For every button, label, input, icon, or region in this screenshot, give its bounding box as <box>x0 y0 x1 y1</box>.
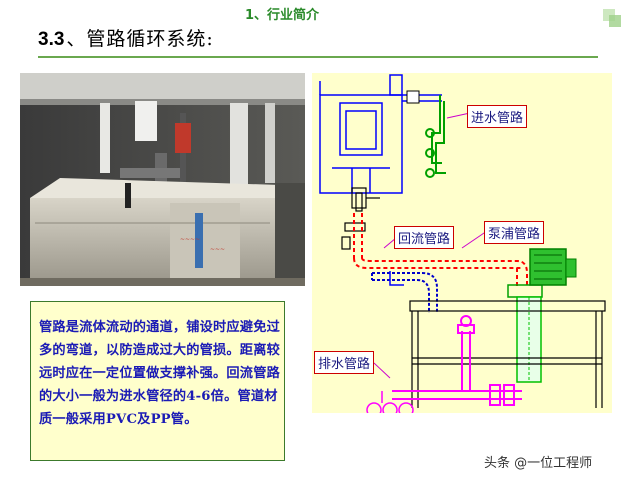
label-inlet-pipe: 进水管路 <box>467 105 528 128</box>
watermark: 头条 @一位工程师 <box>484 456 593 471</box>
title-number: 3.3 <box>38 29 65 50</box>
svg-text:~~~: ~~~ <box>210 246 225 253</box>
equipment-photo: ~~~~ ~~~ <box>20 73 305 286</box>
label-return-pipe: 回流管路 <box>394 226 455 249</box>
label-pump-pipe: 泵浦管路 <box>484 221 545 244</box>
section-nav: 1、行业简介 <box>245 8 320 23</box>
corner-decoration-icon <box>603 9 621 27</box>
title-divider <box>38 56 598 58</box>
drain-pipe <box>392 315 522 406</box>
label-drain-pipe: 排水管路 <box>314 351 375 374</box>
description-box: 管路是流体流动的通道，铺设时应避免过多的弯道，以防造成过大的管损。距离较远时应在… <box>30 301 285 461</box>
upper-frame <box>319 74 442 194</box>
description-text: 管路是流体流动的通道，铺设时应避免过多的弯道，以防造成过大的管损。距离较远时应在… <box>39 320 280 427</box>
header-bar: 1、行业简介 <box>0 0 640 27</box>
page-title: 3.3 、管路循环系统: <box>38 24 214 54</box>
title-text: 、管路循环系统: <box>66 28 214 50</box>
piping-diagram: 进水管路 回流管路 泵浦管路 排水管路 <box>312 73 612 418</box>
svg-text:~~~~: ~~~~ <box>180 236 200 243</box>
